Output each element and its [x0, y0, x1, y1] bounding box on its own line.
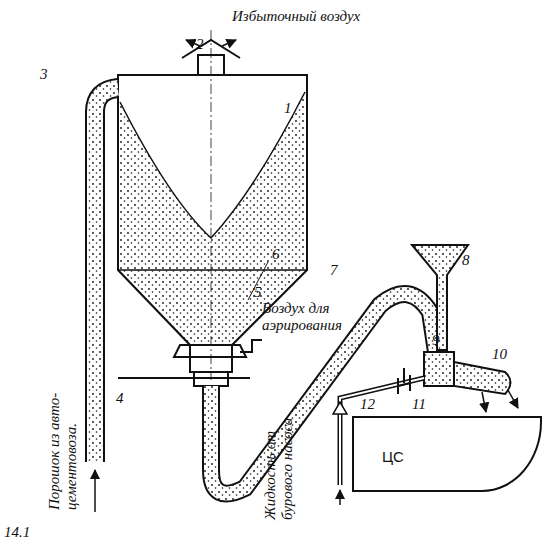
- callout-number: 11: [412, 396, 426, 413]
- mixer-chamber: [424, 352, 454, 386]
- cone-seam: [118, 269, 307, 271]
- callout-number: 2: [196, 36, 204, 53]
- callout-number: 9: [432, 332, 440, 349]
- aeration-ring: [174, 345, 246, 357]
- tank-label: ЦС: [382, 448, 404, 465]
- callout-number: 10: [492, 346, 507, 363]
- flow-label: Воздух для аэрирования: [262, 300, 372, 334]
- callout-number: 12: [360, 396, 375, 413]
- callout-number: 1: [284, 100, 292, 117]
- liquid-arrow: [339, 490, 341, 505]
- gate-body: [194, 372, 228, 386]
- mixing-tank-box: ЦС: [352, 416, 542, 492]
- flow-label: Жидкость от бурового насоса: [262, 400, 296, 520]
- callout-number: 6: [272, 246, 280, 263]
- check-valve: [333, 402, 347, 414]
- powder-surface: [120, 92, 305, 238]
- slurry-arrow: [508, 390, 518, 408]
- aeration-inlet: [240, 340, 262, 352]
- vent-cap: [182, 40, 240, 58]
- flow-label: Порошок из авто- цементовоза.: [46, 360, 80, 510]
- callout-number: 4: [116, 390, 124, 407]
- vent-pipe: [198, 55, 224, 75]
- powder-arrow: [94, 470, 96, 512]
- gate-plate: [118, 377, 250, 379]
- axis: [211, 30, 212, 380]
- air-arrow: [222, 40, 236, 46]
- leader-6: [248, 262, 268, 300]
- caption-text: Избыточный воздух: [232, 8, 360, 25]
- callout-number: 8: [462, 252, 470, 269]
- slurry-arrow: [482, 392, 486, 412]
- callout-number: 7: [330, 262, 338, 279]
- valve-stem: [403, 368, 405, 383]
- callout-number: 5: [254, 284, 262, 301]
- callout-number: 3: [40, 66, 48, 83]
- outlet-tube: [454, 362, 511, 394]
- funnel: [412, 245, 468, 350]
- figure-number: 14.1: [4, 524, 30, 541]
